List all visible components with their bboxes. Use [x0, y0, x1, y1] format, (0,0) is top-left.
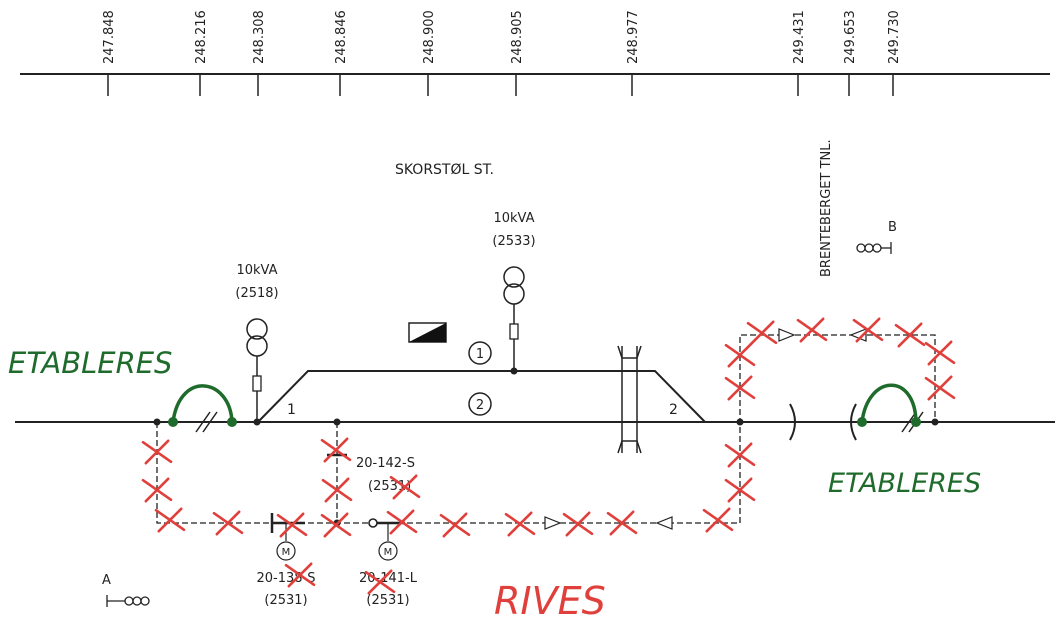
removal-cross-icon	[442, 512, 468, 538]
disconnector-138-id: (2531)	[264, 593, 307, 608]
removal-cross-icon	[144, 477, 170, 503]
km-label: 248.905	[510, 10, 525, 64]
transformer-coil-icon	[503, 266, 525, 288]
removal-cross-icon	[324, 477, 350, 503]
switch-number-2: 2	[669, 402, 678, 418]
transformer-coil-icon	[246, 318, 268, 340]
transformer-1-id: (2518)	[235, 286, 278, 301]
removal-cross-icon	[389, 509, 415, 535]
km-label: 249.431	[792, 10, 807, 64]
endpoint-a-icon	[106, 595, 150, 607]
direction-arrow-icons	[544, 328, 867, 530]
fuse-icon	[252, 375, 262, 392]
transformer-2-kva: 10kVA	[493, 211, 534, 226]
track-number-circle	[468, 392, 492, 416]
removal-cross-icon	[609, 510, 635, 536]
km-label: 248.216	[194, 10, 209, 64]
removal-cross-icon	[323, 437, 349, 463]
endpoint-b-icon	[856, 242, 892, 254]
removal-cross-icon	[727, 442, 753, 468]
section-insulator-icon	[901, 411, 917, 433]
tunnel-portal-icon	[850, 403, 857, 441]
removal-cross-icon	[927, 375, 953, 401]
establish-endpoints	[168, 417, 921, 427]
section-insulator-icon	[202, 411, 218, 433]
disconnector-141-id: (2531)	[366, 593, 409, 608]
removal-cross-icon	[897, 322, 923, 348]
transformer-2533: 10kVA (2533)	[492, 211, 536, 375]
removal-cross-icon	[855, 317, 881, 343]
removal-cross-icon	[927, 340, 953, 366]
motor-icon	[378, 541, 398, 561]
removal-cross-icon	[279, 512, 305, 538]
track-number-circle	[468, 341, 492, 365]
removal-crosses	[141, 317, 956, 595]
removal-cross-icon	[799, 317, 825, 343]
removal-cross-icon	[323, 512, 349, 538]
disconnector-141-code: 20-141-L	[359, 571, 418, 586]
removal-cross-icon	[144, 439, 170, 465]
point-b-label: B	[888, 220, 897, 235]
removal-cross-icon	[507, 511, 533, 537]
removal-cross-icon	[392, 474, 418, 500]
removal-cross-icon	[727, 342, 753, 368]
disconnector-141-icon	[368, 518, 378, 528]
remove-annotation: RIVES	[494, 579, 606, 623]
tunnel-name: BRENTEBERGET TNL.	[819, 139, 834, 277]
section-insulator-icon	[195, 411, 211, 433]
removal-cross-icon	[287, 562, 313, 588]
transformer-2518: 10kVA (2518)	[235, 263, 279, 422]
removal-cross-icon	[565, 511, 591, 537]
siding-track	[257, 370, 706, 423]
establish-arcs	[171, 383, 918, 423]
portal-mast-icon	[617, 345, 642, 454]
track-number-2: 2	[476, 398, 484, 413]
removal-cross-icon	[367, 569, 393, 595]
feeder-line	[156, 334, 936, 524]
removal-cross-icon	[705, 507, 731, 533]
removal-cross-icon	[215, 510, 241, 536]
removal-cross-icon	[749, 320, 775, 346]
km-label: 248.308	[252, 10, 267, 64]
motor-label: M	[384, 547, 393, 558]
switch-number-1: 1	[287, 402, 296, 418]
disconnector-142-code: 20-142-S	[356, 456, 415, 471]
km-label: 248.900	[422, 10, 437, 64]
km-label: 249.653	[843, 10, 858, 64]
point-a-label: A	[102, 573, 111, 588]
tunnel-portal-icon	[789, 403, 796, 441]
signal-board-icon	[408, 322, 447, 343]
motor-icon	[276, 541, 296, 561]
removal-cross-icon	[727, 375, 753, 401]
removal-cross-icon	[157, 507, 183, 533]
establish-left-annotation: ETABLERES	[8, 346, 172, 380]
junction-dots	[153, 418, 939, 527]
km-label: 249.730	[887, 10, 902, 64]
km-label: 248.977	[626, 10, 641, 64]
removal-cross-icon	[727, 477, 753, 503]
track-number-1: 1	[476, 347, 484, 362]
establish-right-annotation: ETABLERES	[828, 468, 981, 499]
km-label: 248.846	[334, 10, 349, 64]
km-label: 247.848	[102, 10, 117, 64]
motor-label: M	[282, 547, 291, 558]
transformer-2-id: (2533)	[492, 234, 535, 249]
station-name: SKORSTØL ST.	[395, 162, 494, 178]
transformer-1-kva: 10kVA	[236, 263, 277, 278]
fuse-icon	[509, 323, 519, 340]
